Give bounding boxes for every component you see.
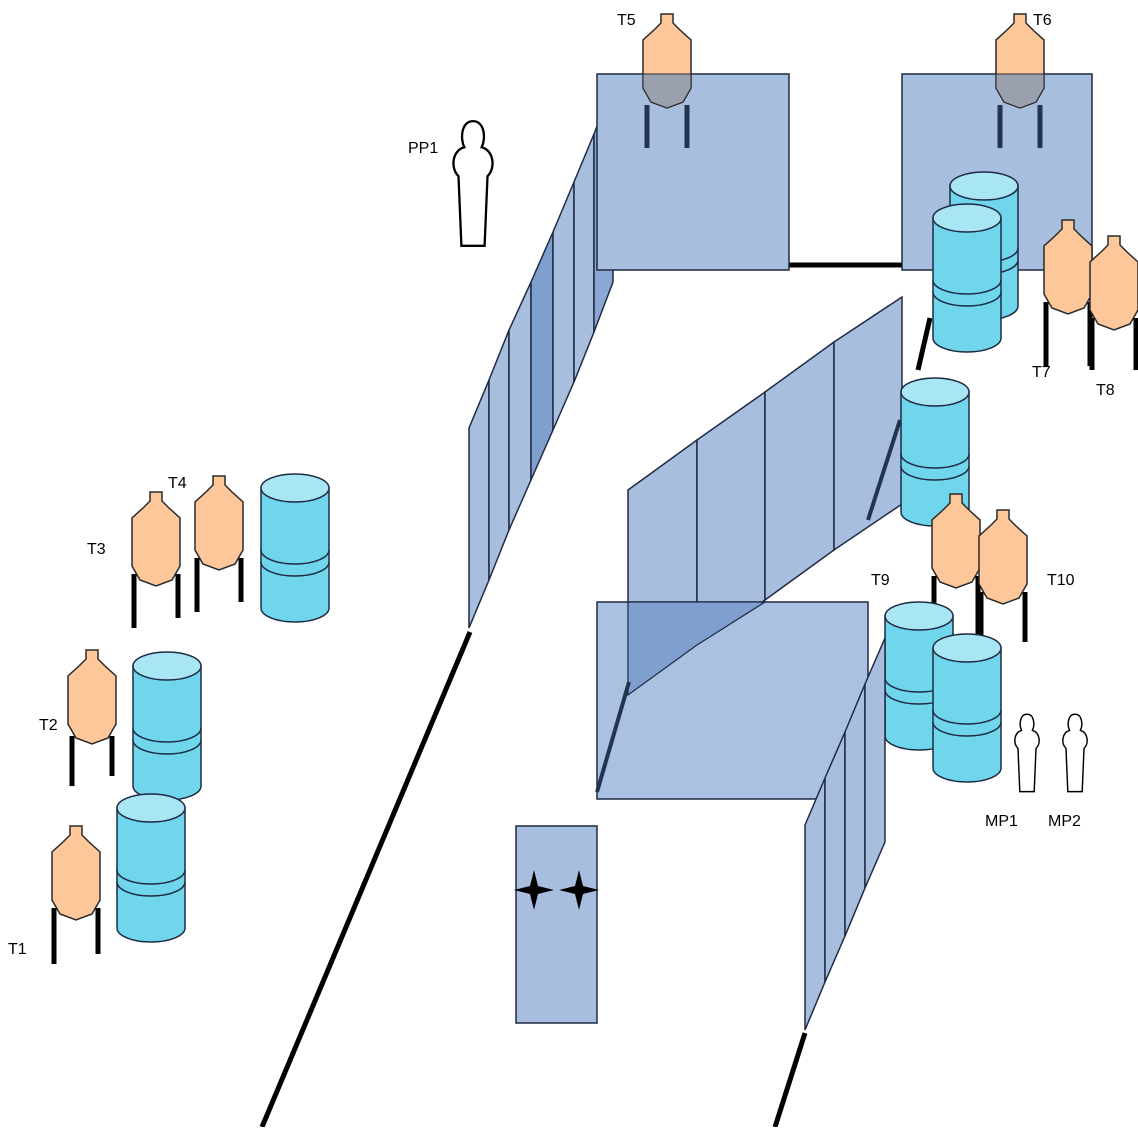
- label-t8: T8: [1096, 382, 1115, 399]
- label-t5: T5: [617, 12, 636, 29]
- target-t10: [978, 509, 1028, 642]
- target-t6: [995, 13, 1045, 148]
- middle-wall: [627, 295, 903, 697]
- label-t1: T1: [8, 941, 27, 958]
- target-t8: [1089, 235, 1138, 370]
- no-shoot-pp1: [452, 119, 494, 247]
- no-shoot-mp1: [1014, 713, 1040, 793]
- label-pp1: PP1: [408, 140, 438, 157]
- label-mp1: MP1: [985, 813, 1018, 830]
- boundary-lines: [259, 262, 933, 1128]
- label-t10: T10: [1047, 572, 1075, 589]
- barrel-stack-left-bottom: [116, 793, 186, 943]
- target-t3: [131, 491, 181, 628]
- label-t4: T4: [168, 475, 187, 492]
- target-t4: [194, 475, 244, 612]
- barrel-stack-left-top: [260, 473, 330, 623]
- start-box: [514, 825, 599, 1024]
- front-panel: [596, 601, 869, 800]
- label-t3: T3: [87, 541, 106, 558]
- barrel-stack-left-middle: [132, 651, 202, 801]
- label-t9: T9: [871, 572, 890, 589]
- barrel-stack-lower-right: [884, 601, 1002, 783]
- target-t7: [1043, 219, 1093, 366]
- label-t7: T7: [1032, 364, 1051, 381]
- label-mp2: MP2: [1048, 813, 1081, 830]
- left-wall: [468, 83, 614, 629]
- target-t2: [67, 649, 117, 786]
- wall-panel-t5: [596, 73, 790, 271]
- no-shoot-mp2: [1062, 713, 1088, 793]
- target-t1: [51, 825, 101, 964]
- label-t6: T6: [1033, 12, 1052, 29]
- label-t2: T2: [39, 717, 58, 734]
- labels: PP1 T5 T6 T7 T8 T9 T10 T4 T3 T2 T1 MP1 M…: [8, 12, 1115, 958]
- right-wall: [804, 637, 886, 1031]
- target-t5: [642, 13, 692, 148]
